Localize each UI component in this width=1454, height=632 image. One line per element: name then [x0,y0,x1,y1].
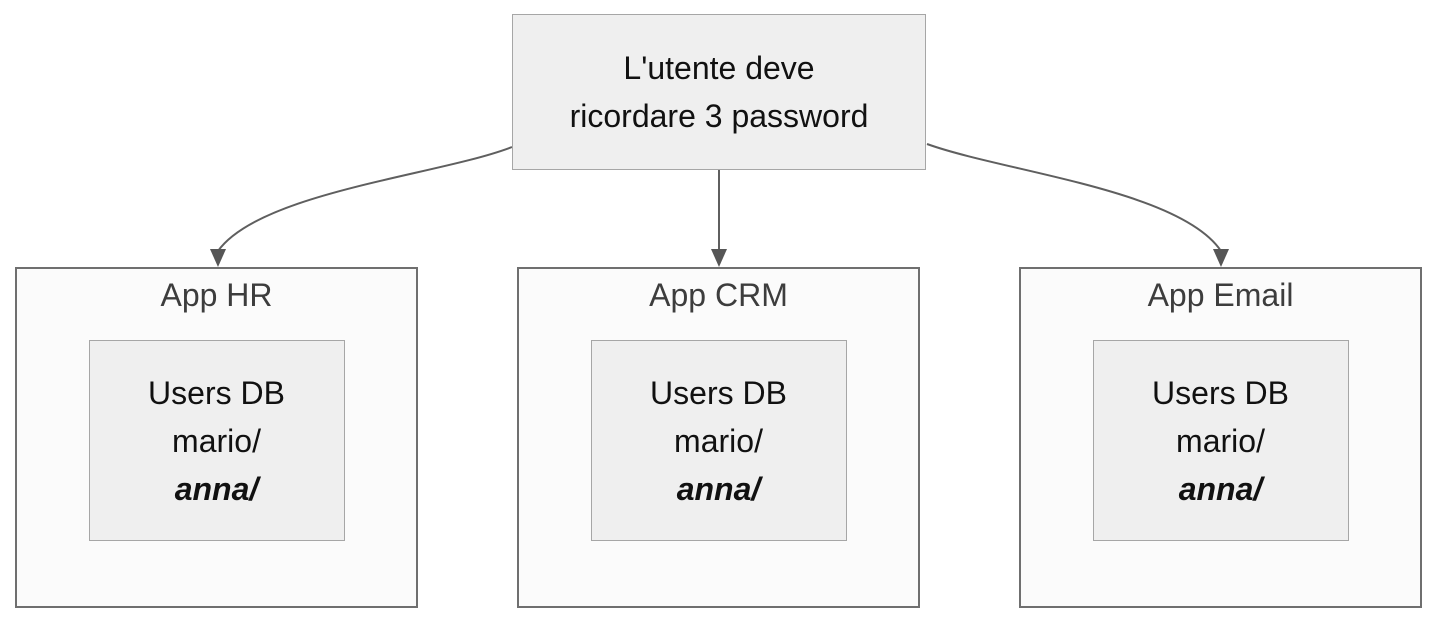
arrow-root-to-email-line [926,143,1222,252]
arrow-root-to-hr-line [217,146,513,252]
user-entry-anna: anna/ [676,470,761,507]
users-db-box-email: Users DB mario/ anna/ [1092,340,1349,541]
arrow-root-to-crm-head-icon [711,249,727,267]
user-entry-anna: anna/ [1178,470,1263,507]
user-entry-anna: anna/ [174,470,259,507]
app-node-hr-title: App HR [160,277,273,313]
root-node-label-line2: ricordare 3 password [569,98,869,134]
user-entry-mario: mario/ [674,422,763,459]
arrow-root-to-hr-head-icon [210,249,226,267]
user-entry-mario: mario/ [1176,422,1265,459]
users-db-box-crm: Users DB mario/ anna/ [590,340,847,541]
app-node-email: App Email Users DB mario/ anna/ [1019,267,1422,608]
user-entry-mario: mario/ [172,422,261,459]
arrow-root-to-email-head-icon [1213,249,1229,267]
users-db-label: Users DB [1152,374,1289,411]
app-node-crm: App CRM Users DB mario/ anna/ [517,267,920,608]
app-node-email-title: App Email [1147,277,1294,313]
app-node-crm-title: App CRM [649,277,788,313]
root-node: L'utente deve ricordare 3 password [512,14,926,170]
users-db-box-hr: Users DB mario/ anna/ [88,340,345,541]
root-node-label-line1: L'utente deve [623,50,815,86]
app-node-hr: App HR Users DB mario/ anna/ [15,267,418,608]
users-db-label: Users DB [650,374,787,411]
users-db-label: Users DB [148,374,285,411]
